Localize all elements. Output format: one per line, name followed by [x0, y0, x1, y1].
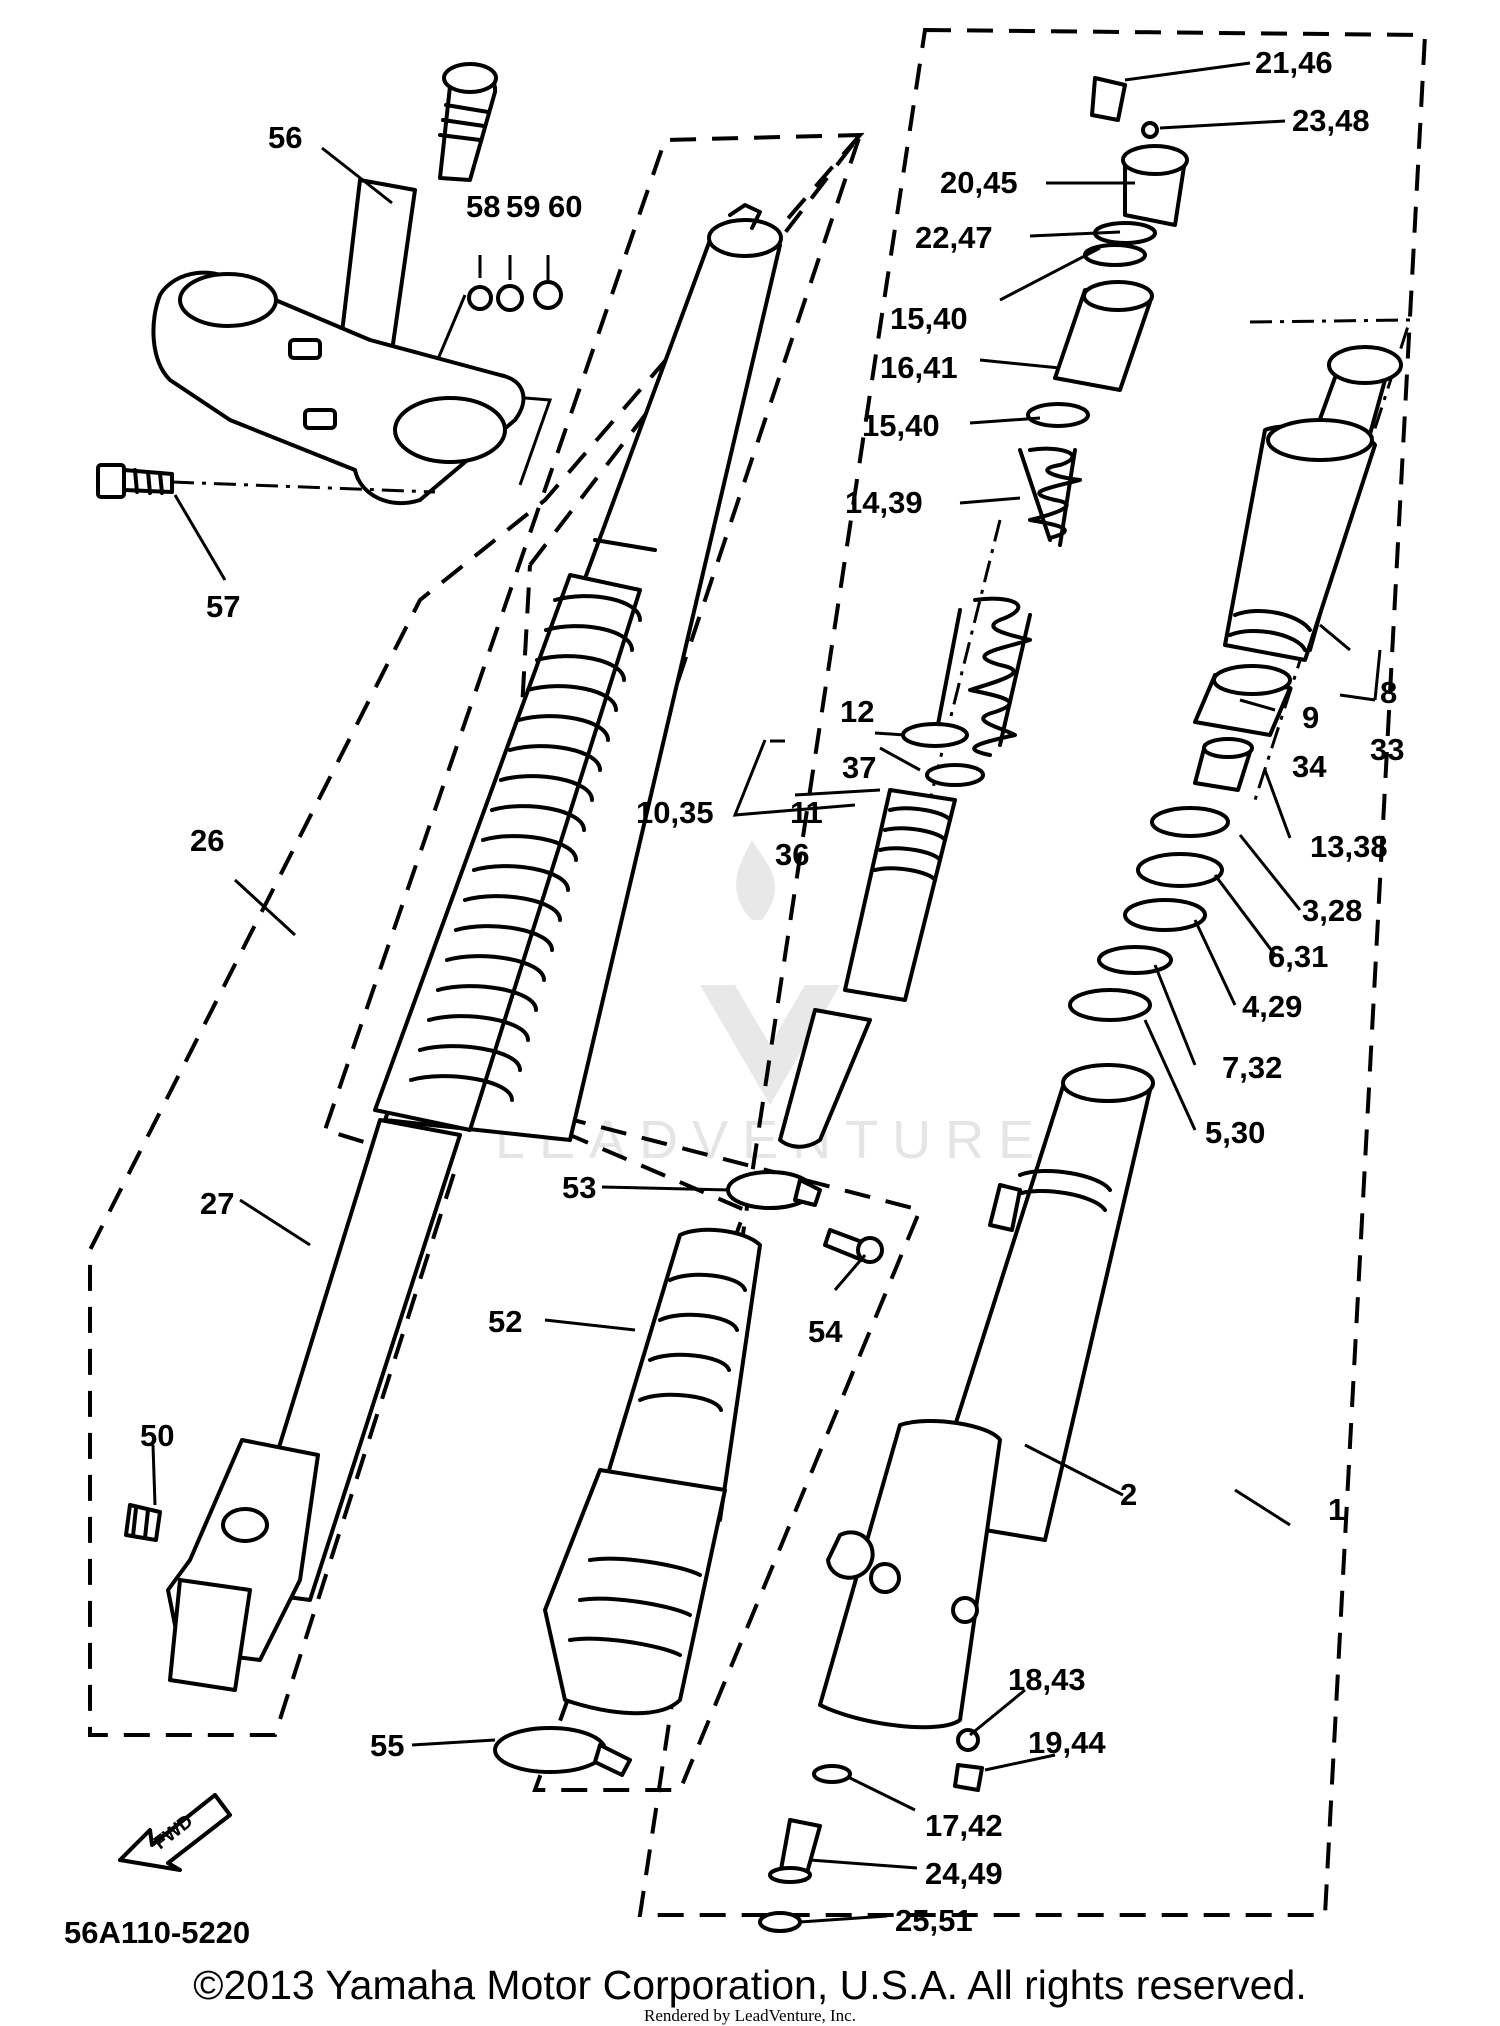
boot-clamp-upper: [726, 1170, 822, 1210]
bellows-ribs: [409, 594, 642, 1102]
callout-60: 60: [548, 189, 582, 224]
right-inner-tube: [1193, 345, 1403, 792]
callout-7-32: 7,32: [1222, 1050, 1282, 1085]
piston-rings: [901, 722, 985, 787]
callout-22-47: 22,47: [915, 220, 993, 255]
callout-55: 55: [370, 1728, 404, 1763]
fork-boot: [543, 1227, 762, 1716]
callout-20-45: 20,45: [940, 165, 1018, 200]
callout-9: 9: [1302, 700, 1319, 735]
right-outer-tube: [818, 1063, 1155, 1730]
callout-8: 8: [1380, 675, 1397, 710]
left-outer-tube: [166, 1118, 462, 1692]
washer-set: [467, 280, 563, 312]
callout-25-51: 25,51: [895, 1903, 973, 1938]
callout-33: 33: [1370, 732, 1404, 767]
callout-27: 27: [200, 1186, 234, 1221]
callout-11: 11: [790, 795, 823, 830]
callout-21-46: 21,46: [1255, 45, 1333, 80]
top-cap-parts: [1026, 76, 1189, 428]
callout-3-28: 3,28: [1302, 893, 1362, 928]
left-fork-assembly-boundary: [88, 132, 865, 1737]
callout-13-38: 13,38: [1310, 829, 1388, 864]
callout-59: 59: [506, 189, 540, 224]
callout-23-48: 23,48: [1292, 103, 1370, 138]
outer-tube-group-boundary: [497, 133, 923, 1792]
callout-12: 12: [840, 694, 874, 729]
diagram-code: 56A110-5220: [64, 1915, 250, 1950]
callout-16-41: 16,41: [880, 350, 958, 385]
callout-54: 54: [808, 1314, 843, 1349]
watermark-flame-icon: [736, 840, 775, 920]
leadventure-watermark: LEADVENTURE: [495, 810, 1034, 1170]
callout-14-39: 14,39: [845, 485, 923, 520]
callout-labels: 21,46 23,48 20,45 22,47 15,40 16,41 15,4…: [64, 45, 1404, 1950]
left-boot-bellows: [373, 573, 642, 1132]
callout-53: 53: [562, 1170, 596, 1205]
damper-group-boundary: [1249, 318, 1413, 801]
boot-clamp-lower: [493, 1726, 632, 1777]
callout-56: 56: [268, 120, 302, 155]
callout-15-40-lower: 15,40: [862, 408, 940, 443]
axle-pinch-bolt: [124, 1503, 162, 1542]
callout-52: 52: [488, 1304, 522, 1339]
copyright-notice: ©2013 Yamaha Motor Corporation, U.S.A. A…: [193, 1962, 1307, 2008]
callout-57: 57: [206, 589, 240, 624]
callout-26: 26: [190, 823, 224, 858]
callout-37: 37: [842, 750, 876, 785]
damper-rod: [778, 788, 957, 1149]
watermark-v-icon: [700, 985, 840, 1105]
callout-50: 50: [140, 1418, 174, 1453]
callout-19-44: 19,44: [1028, 1725, 1106, 1760]
callout-10-35: 10,35: [636, 795, 714, 830]
callout-34: 34: [1292, 749, 1327, 784]
callout-4-29: 4,29: [1242, 989, 1302, 1024]
leader-lines: [151, 61, 1382, 1924]
callout-6-31: 6,31: [1268, 939, 1328, 974]
drain-parts: [758, 1728, 984, 1933]
pinch-bolt: [96, 463, 436, 499]
callout-15-40-upper: 15,40: [890, 301, 968, 336]
callout-36: 36: [775, 837, 809, 872]
callout-2: 2: [1120, 1477, 1137, 1512]
callout-17-42: 17,42: [925, 1808, 1003, 1843]
steering-stem: [151, 62, 526, 506]
seal-stack: [1068, 806, 1230, 1022]
rendered-by-notice: Rendered by LeadVenture, Inc.: [644, 2006, 856, 2025]
callout-5-30: 5,30: [1205, 1115, 1265, 1150]
callout-58: 58: [466, 189, 500, 224]
callout-18-43: 18,43: [1008, 1662, 1086, 1697]
callout-24-49: 24,49: [925, 1856, 1003, 1891]
fwd-arrow-icon: FWD: [118, 1793, 232, 1872]
callout-1: 1: [1328, 1492, 1345, 1527]
boot-screw: [823, 1228, 884, 1264]
